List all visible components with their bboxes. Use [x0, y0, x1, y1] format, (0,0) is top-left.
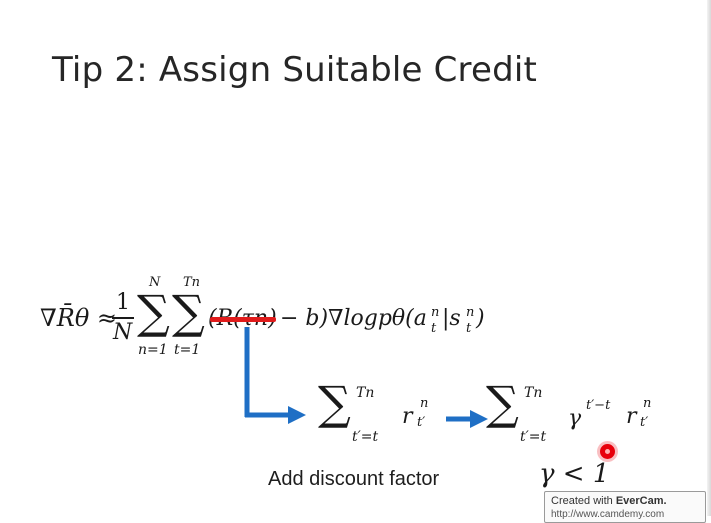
formula-lhs: ∇R̄θ ≈	[40, 304, 118, 332]
sum3-sigma: ∑	[318, 376, 351, 430]
sum2-upper: Tn	[183, 275, 201, 290]
sum3-superscript: n	[420, 396, 429, 411]
gamma-exponent: t′−t	[586, 398, 611, 413]
a-superscript: n	[431, 305, 440, 320]
sum1-sigma: ∑	[137, 285, 170, 339]
s-subscript: t	[466, 321, 472, 336]
strikethrough-line	[210, 317, 276, 322]
right-arrow	[446, 410, 488, 428]
watermark-prefix: Created with	[551, 495, 616, 507]
gamma: γ	[568, 406, 582, 431]
sum4-upper: Tn	[524, 385, 543, 401]
slide-title: Tip 2: Assign Suitable Credit	[52, 50, 538, 90]
watermark-url: http://www.camdemy.com	[551, 509, 665, 520]
formula-close: )	[476, 306, 485, 331]
sum2-sigma: ∑	[172, 285, 205, 339]
sum3-lower: t′=t	[352, 429, 379, 445]
slide-edge	[707, 0, 711, 516]
elbow-arrow	[244, 327, 306, 424]
pointer-cursor	[600, 444, 615, 459]
sum4-subscript: t′	[640, 415, 649, 430]
sum4-superscript: n	[643, 396, 652, 411]
sum3-subscript: t′	[417, 415, 426, 430]
sum4-term: r	[626, 404, 637, 429]
gamma-condition: γ < 1	[539, 459, 610, 489]
watermark-brand: EverCam.	[615, 495, 667, 507]
sum1-lower: n=1	[138, 342, 168, 358]
bar-s: |s	[442, 306, 461, 331]
watermark-line1: Created with EverCam.	[551, 495, 667, 507]
sum2-lower: t=1	[174, 342, 201, 358]
a-subscript: t	[431, 321, 437, 336]
fraction-numerator: 1	[116, 290, 130, 315]
sum3-term: r	[402, 404, 413, 429]
sum4-sigma: ∑	[486, 376, 519, 430]
formula-rest: − b)∇logpθ(a	[280, 306, 427, 331]
sum1-upper: N	[149, 275, 161, 290]
s-superscript: n	[466, 305, 475, 320]
sum4-lower: t′=t	[520, 429, 547, 445]
caption-add-discount-factor: Add discount factor	[268, 468, 440, 490]
sum3-upper: Tn	[356, 385, 375, 401]
evercam-watermark[interactable]: Created with EverCam. http://www.camdemy…	[544, 491, 706, 523]
fraction-denominator: N	[113, 320, 133, 345]
fraction-bar	[112, 317, 134, 319]
